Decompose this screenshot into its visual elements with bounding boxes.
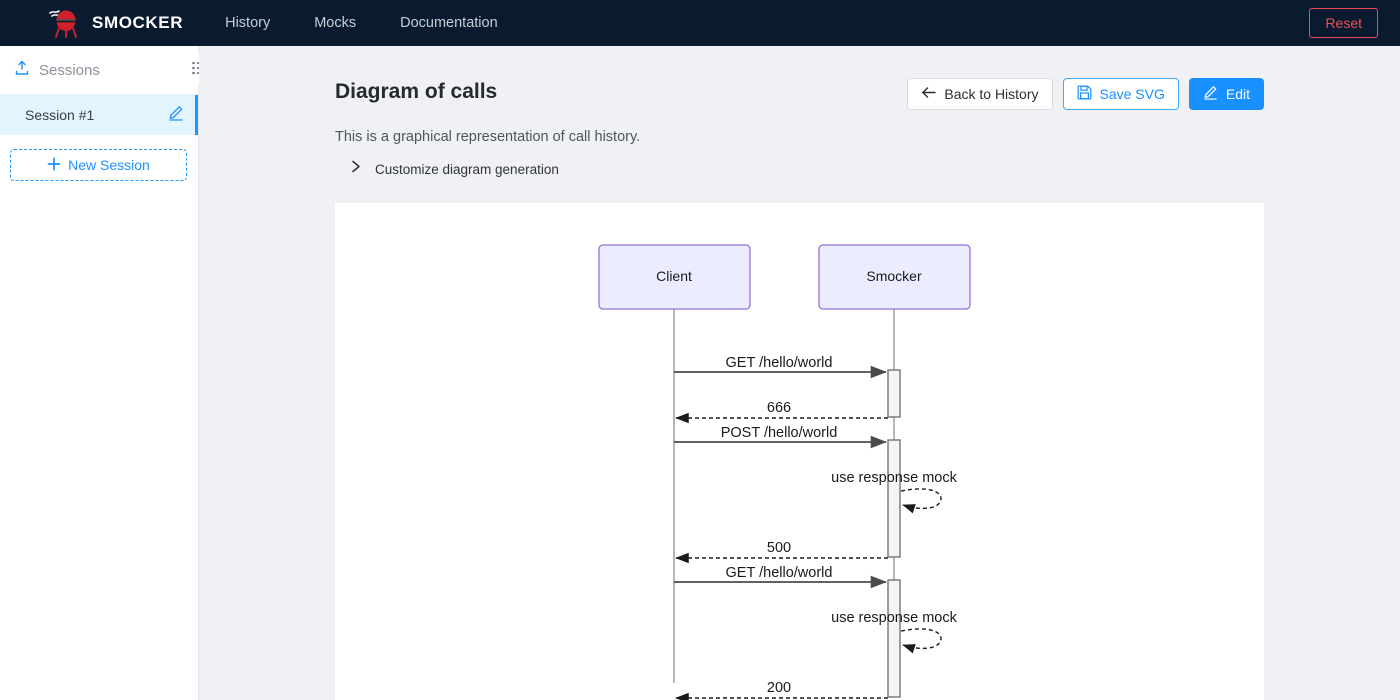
chevron-right-icon xyxy=(351,160,362,178)
message-label: use response mock xyxy=(831,610,957,626)
activation-bar xyxy=(887,579,901,698)
brand[interactable]: SMOCKER xyxy=(46,6,183,40)
message-label: 500 xyxy=(767,540,791,556)
save-disk-icon xyxy=(1077,85,1092,103)
smoker-grill-logo-icon xyxy=(46,6,82,40)
back-to-history-button[interactable]: Back to History xyxy=(907,78,1053,110)
page-title: Diagram of calls xyxy=(335,80,498,103)
message-label: 200 xyxy=(767,680,791,696)
page-subtitle: This is a graphical representation of ca… xyxy=(335,129,641,145)
brand-name: SMOCKER xyxy=(92,13,184,32)
nav-history[interactable]: History xyxy=(225,15,271,31)
activation-bar xyxy=(887,439,901,558)
new-session-label: New Session xyxy=(68,157,150,173)
sidebar-item-session-1[interactable]: Session #1 xyxy=(0,95,198,135)
message-2: 666 xyxy=(675,400,888,424)
message-5: 500 xyxy=(675,540,888,564)
save-svg-label: Save SVG xyxy=(1099,86,1165,102)
action-bar: Back to History Save SVG Edit xyxy=(907,78,1264,110)
participant-smocker-top: Smocker xyxy=(818,244,971,310)
pencil-edit-icon xyxy=(1203,85,1218,103)
sessions-title: Sessions xyxy=(39,61,100,79)
pencil-edit-icon[interactable] xyxy=(168,105,184,126)
sequence-diagram[interactable]: Client Smocker GET /hello/world 666 xyxy=(335,203,1264,700)
message-label: POST /hello/world xyxy=(721,425,838,441)
plus-icon xyxy=(47,157,61,174)
back-to-history-label: Back to History xyxy=(944,86,1039,102)
save-svg-button[interactable]: Save SVG xyxy=(1062,78,1179,110)
participant-client-top: Client xyxy=(598,244,751,310)
upload-icon[interactable] xyxy=(14,60,30,81)
new-session-button[interactable]: New Session xyxy=(10,149,187,181)
activation-bar xyxy=(887,369,901,418)
message-label: use response mock xyxy=(831,470,957,486)
main-content: Diagram of calls This is a graphical rep… xyxy=(199,46,1400,700)
sessions-header: Sessions xyxy=(0,46,198,95)
message-1: GET /hello/world xyxy=(674,355,887,379)
message-4-self-loop: use response mock xyxy=(831,470,958,514)
top-navigation-bar: SMOCKER History Mocks Documentation Rese… xyxy=(0,0,1400,46)
nav-mocks[interactable]: Mocks xyxy=(314,15,357,31)
arrow-left-icon xyxy=(921,86,937,102)
nav-documentation[interactable]: Documentation xyxy=(400,15,498,31)
edit-label: Edit xyxy=(1225,86,1250,102)
message-3: POST /hello/world xyxy=(674,425,887,449)
edit-button[interactable]: Edit xyxy=(1188,78,1264,110)
customize-diagram-label: Customize diagram generation xyxy=(375,161,559,177)
message-7-self-loop: use response mock xyxy=(831,610,958,654)
diagram-panel[interactable]: Client Smocker GET /hello/world 666 xyxy=(335,203,1264,700)
participant-label: Smocker xyxy=(866,268,922,284)
reset-button[interactable]: Reset xyxy=(1309,8,1378,38)
message-label: GET /hello/world xyxy=(726,565,833,581)
session-label: Session #1 xyxy=(25,107,95,123)
sidebar: Sessions Session #1 xyxy=(0,46,217,700)
message-label: GET /hello/world xyxy=(726,355,833,371)
message-8: 200 xyxy=(675,680,888,700)
participant-label: Client xyxy=(656,268,692,284)
message-label: 666 xyxy=(767,400,791,416)
message-6: GET /hello/world xyxy=(674,565,887,589)
customize-diagram-toggle[interactable]: Customize diagram generation xyxy=(351,160,559,178)
